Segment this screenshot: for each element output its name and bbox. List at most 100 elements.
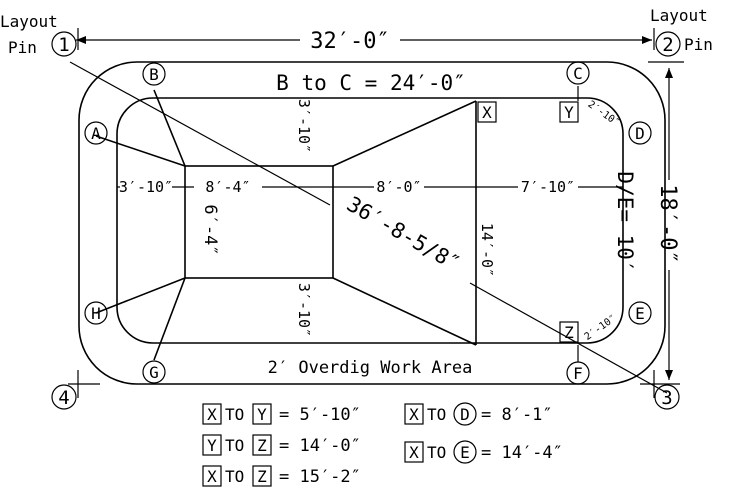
legend-row: X TO D = 8′-1″ — [404, 402, 553, 426]
legend-from-box — [202, 465, 222, 487]
overdig-text: 2′ Overdig Work Area — [268, 358, 473, 378]
legend-from: X — [207, 405, 217, 424]
legend-value: = 14′-4″ — [481, 443, 563, 463]
legend-from: Y — [207, 436, 217, 455]
slope-z — [332, 277, 477, 346]
de-text: D/E= 10′ — [613, 171, 637, 272]
legend-to: D — [460, 405, 470, 424]
pin-3-circle — [654, 384, 680, 410]
legend-to: Z — [257, 467, 267, 486]
legend-to-word: TO — [225, 467, 244, 486]
svg-text:G: G — [149, 363, 159, 382]
pin-2-label: 2 — [662, 34, 673, 56]
slope-g — [153, 277, 186, 361]
arrow-down — [665, 370, 673, 380]
svg-text:B: B — [149, 65, 159, 84]
top-width-text: 32′-0″ — [310, 29, 389, 54]
legend-to-circle — [453, 402, 477, 426]
diagonal-text: 36′-8-5/8″ — [343, 192, 464, 276]
legend-to: Z — [257, 436, 267, 455]
legend-value: = 14′-0″ — [279, 436, 361, 456]
svg-text:H: H — [91, 304, 101, 323]
legend-value: = 5′-10″ — [279, 405, 361, 425]
dim-z-e: 2′-10″ — [583, 313, 619, 343]
legend-row: X TO Z = 15′-2″ — [202, 465, 361, 487]
pool-outline — [116, 97, 624, 344]
dim-3-10-left: 3′-10″ — [119, 178, 173, 196]
svg-text:Y: Y — [564, 103, 574, 122]
point-d: D — [628, 121, 652, 145]
right-height-text: 18′-0″ — [655, 184, 680, 263]
pin-2-circle — [655, 31, 681, 57]
point-a: A — [84, 121, 108, 145]
point-x: X — [477, 101, 497, 123]
svg-text:X: X — [482, 103, 492, 122]
legend-row: X TO E = 14′-4″ — [404, 440, 563, 464]
arrow-right — [642, 36, 652, 44]
point-h: H — [84, 301, 108, 325]
point-z: Z — [559, 321, 579, 343]
dim-8-0: 8′-0″ — [376, 178, 421, 196]
legend-to-word: TO — [427, 405, 446, 424]
legend-to-circle — [453, 440, 477, 464]
legend-from-box — [404, 441, 424, 463]
legend-from-box — [202, 403, 222, 425]
legend-to-word: TO — [427, 443, 446, 462]
layout-pin-1-label-b: Pin — [8, 38, 37, 57]
legend-from: X — [409, 443, 419, 462]
arrow-left — [76, 36, 86, 44]
pin-3-label: 3 — [661, 387, 672, 409]
point-b: B — [142, 62, 166, 86]
arrow-up — [665, 68, 673, 78]
slope-b — [153, 89, 186, 167]
legend-from: X — [207, 467, 217, 486]
svg-text:E: E — [635, 304, 645, 323]
layout-pin-1-label: Layout — [0, 12, 58, 31]
pin-4-label: 4 — [58, 387, 69, 409]
svg-text:D: D — [635, 124, 645, 143]
svg-text:Z: Z — [564, 323, 574, 342]
legend-from: X — [409, 405, 419, 424]
legend-value: = 8′-1″ — [481, 405, 553, 425]
legend-to-box — [252, 403, 272, 425]
legend-to-box — [252, 465, 272, 487]
slope-a — [95, 135, 186, 167]
b-to-c-text: B to C = 24′-0″ — [276, 71, 466, 95]
dim-14-0: 14′-0″ — [478, 223, 496, 277]
legend-from-box — [404, 403, 424, 425]
layout-pin-2-label-b: Pin — [684, 35, 713, 54]
legend-to-word: TO — [225, 436, 244, 455]
legend-to-word: TO — [225, 405, 244, 424]
legend-from-box — [202, 434, 222, 456]
slope-h — [95, 277, 186, 314]
dim-8-4: 8′-4″ — [205, 178, 250, 196]
dim-7-10: 7′-10″ — [521, 178, 575, 196]
legend-to: E — [460, 443, 470, 462]
point-y: Y — [559, 101, 579, 123]
legend-to: Y — [257, 405, 267, 424]
dim-6-4: 6′-4″ — [200, 204, 220, 255]
legend-value: = 15′-2″ — [279, 467, 361, 487]
point-e: E — [628, 301, 652, 325]
dim-3-10-bottom: 3′-10″ — [295, 283, 313, 337]
diagonal-1-3b — [469, 282, 668, 394]
point-c: C — [566, 61, 590, 85]
diagonal-1-3 — [69, 61, 331, 206]
pin-1-label: 1 — [58, 34, 69, 56]
layout-pin-2-label: Layout — [650, 6, 708, 25]
pin-1-circle — [51, 31, 77, 57]
point-g: G — [142, 360, 166, 384]
point-f: F — [566, 361, 590, 385]
overdig-outline — [78, 61, 666, 385]
legend: X TO Y = 5′-10″ Y TO Z = 14′-0″ X TO Z = 15′-2″ X TO D… — [202, 402, 563, 487]
svg-text:A: A — [91, 124, 101, 143]
svg-text:F: F — [573, 364, 583, 383]
legend-row: Y TO Z = 14′-0″ — [202, 434, 361, 456]
legend-to-box — [252, 434, 272, 456]
pin-4-circle — [51, 384, 77, 410]
dim-3-10-top: 3′-10″ — [295, 99, 313, 153]
slope-x — [332, 100, 477, 167]
svg-text:C: C — [573, 64, 583, 83]
legend-row: X TO Y = 5′-10″ — [202, 403, 361, 425]
